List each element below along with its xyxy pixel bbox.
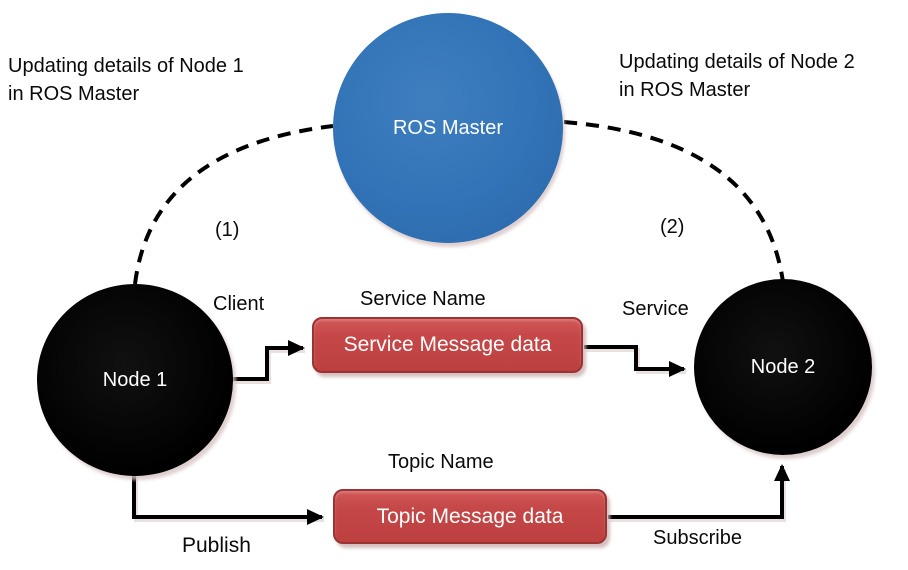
ros-master-node: ROS Master <box>333 13 563 243</box>
subscribe-arrow-icon <box>608 464 790 519</box>
step-2-label: (2) <box>660 216 685 238</box>
service-message-box: Service Message data <box>312 317 583 373</box>
publish-label: Publish <box>182 534 251 557</box>
node1-circle: Node 1 <box>37 284 233 476</box>
node1-label: Node 1 <box>102 368 168 391</box>
subscribe-label: Subscribe <box>653 527 742 549</box>
service-name-label: Service Name <box>360 288 486 310</box>
dashed-curve-master-to-node2-icon <box>563 120 785 283</box>
annotation-node1-update: Updating details of Node 1 in ROS Master <box>8 52 244 108</box>
client-label: Client <box>213 293 265 315</box>
topic-name-label: Topic Name <box>388 451 494 473</box>
ros-master-label: ROS Master <box>392 116 504 139</box>
node1-to-service-arrow-icon <box>232 340 305 381</box>
publish-arrow-icon <box>132 466 324 525</box>
annotation-node2-line1: Updating details of Node 2 <box>619 51 855 73</box>
node2-circle: Node 2 <box>694 279 872 455</box>
service-label: Service <box>622 298 689 320</box>
service-message-label: Service Message data <box>343 333 552 356</box>
service-to-node2-arrow-icon <box>584 345 686 377</box>
annotation-node2-update: Updating details of Node 2 in ROS Master <box>619 48 855 104</box>
annotation-node1-line2: in ROS Master <box>8 83 140 105</box>
annotation-node2-line2: in ROS Master <box>619 79 751 101</box>
dashed-curve-node1-to-master-icon <box>133 124 334 285</box>
step-1-label: (1) <box>215 219 240 241</box>
topic-message-box: Topic Message data <box>333 489 607 544</box>
topic-message-label: Topic Message data <box>376 504 564 528</box>
annotation-node1-line1: Updating details of Node 1 <box>8 55 244 77</box>
node2-label: Node 2 <box>750 355 816 378</box>
